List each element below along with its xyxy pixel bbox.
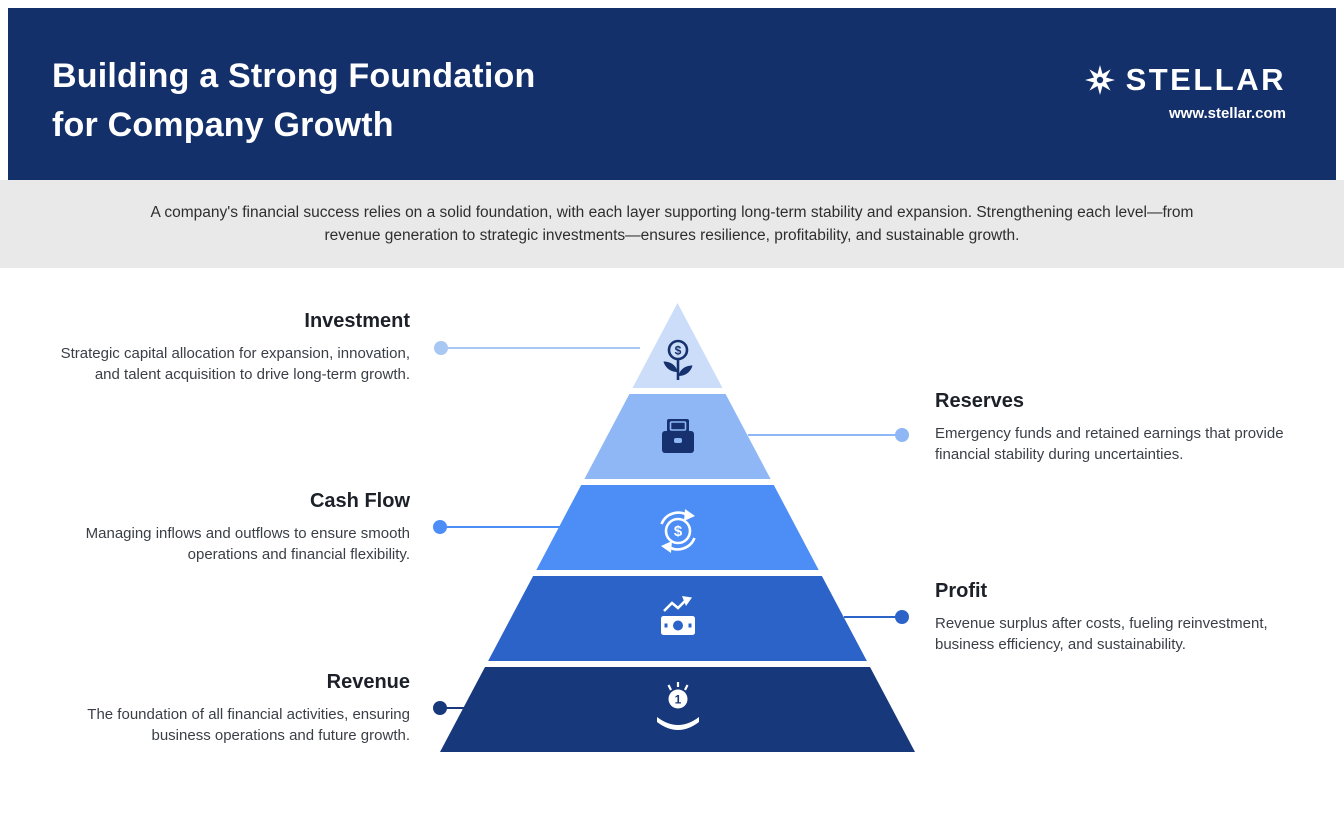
callout-reserves: Reserves Emergency funds and retained ea… (935, 390, 1297, 465)
callout-cash-flow-title: Cash Flow (309, 490, 410, 512)
callout-profit-description: Revenue surplus after costs, fueling rei… (935, 615, 1268, 653)
connector-line-cash-flow (446, 526, 562, 528)
connector-dot-cash-flow (433, 520, 447, 534)
callout-reserves-description: Emergency funds and retained earnings th… (935, 425, 1284, 463)
callout-revenue-description: The foundation of all financial activiti… (87, 706, 410, 744)
pyramid-layer-investment (632, 303, 723, 388)
callout-profit-title: Profit (935, 580, 988, 602)
callout-reserves-title: Reserves (935, 390, 1024, 412)
connector-dot-investment (434, 341, 448, 355)
connector-dot-revenue (433, 701, 447, 715)
callout-investment: Investment Strategic capital allocation … (48, 310, 410, 385)
dollar-cycle-icon: $ (652, 505, 704, 557)
connector-dot-profit (895, 610, 909, 624)
page-title-line1: Building a Strong Foundation (52, 57, 536, 95)
callout-cash-flow-description: Managing inflows and outflows to ensure … (85, 525, 410, 563)
brand-website: www.stellar.com (1169, 105, 1286, 122)
intro-text: A company's financial success relies on … (150, 204, 1194, 244)
connector-dot-reserves (895, 428, 909, 442)
hand-coin-icon: 1 (654, 681, 702, 733)
banknote-growth-icon (653, 594, 703, 638)
brand-name: STELLAR (1125, 62, 1286, 97)
connector-line-investment (447, 347, 640, 349)
dollar-plant-icon: $ (656, 338, 700, 384)
callout-cash-flow: Cash Flow Managing inflows and outflows … (48, 490, 410, 565)
callout-revenue: Revenue The foundation of all financial … (48, 671, 410, 746)
page-title: Building a Strong Foundation for Company… (52, 52, 535, 150)
intro-band: A company's financial success relies on … (0, 180, 1344, 268)
callout-revenue-title: Revenue (326, 671, 410, 693)
callout-profit: Profit Revenue surplus after costs, fuel… (935, 580, 1297, 655)
pyramid-layer-cash-flow (536, 485, 819, 570)
money-case-icon (655, 417, 701, 457)
page-title-line2: for Company Growth (52, 106, 394, 144)
header-banner: Building a Strong Foundation for Company… (8, 8, 1336, 180)
brand-block: STELLAR www.stellar.com (1084, 62, 1286, 122)
connector-line-revenue (446, 707, 492, 709)
svg-text:1: 1 (675, 693, 682, 707)
callout-investment-title: Investment (304, 310, 410, 332)
svg-text:$: $ (675, 344, 682, 358)
svg-text:$: $ (674, 523, 683, 540)
starburst-logo-icon (1084, 64, 1116, 96)
connector-line-reserves (748, 434, 896, 436)
connector-line-profit (844, 616, 896, 618)
callout-investment-description: Strategic capital allocation for expansi… (60, 345, 410, 383)
pyramid-layer-revenue (440, 667, 915, 752)
